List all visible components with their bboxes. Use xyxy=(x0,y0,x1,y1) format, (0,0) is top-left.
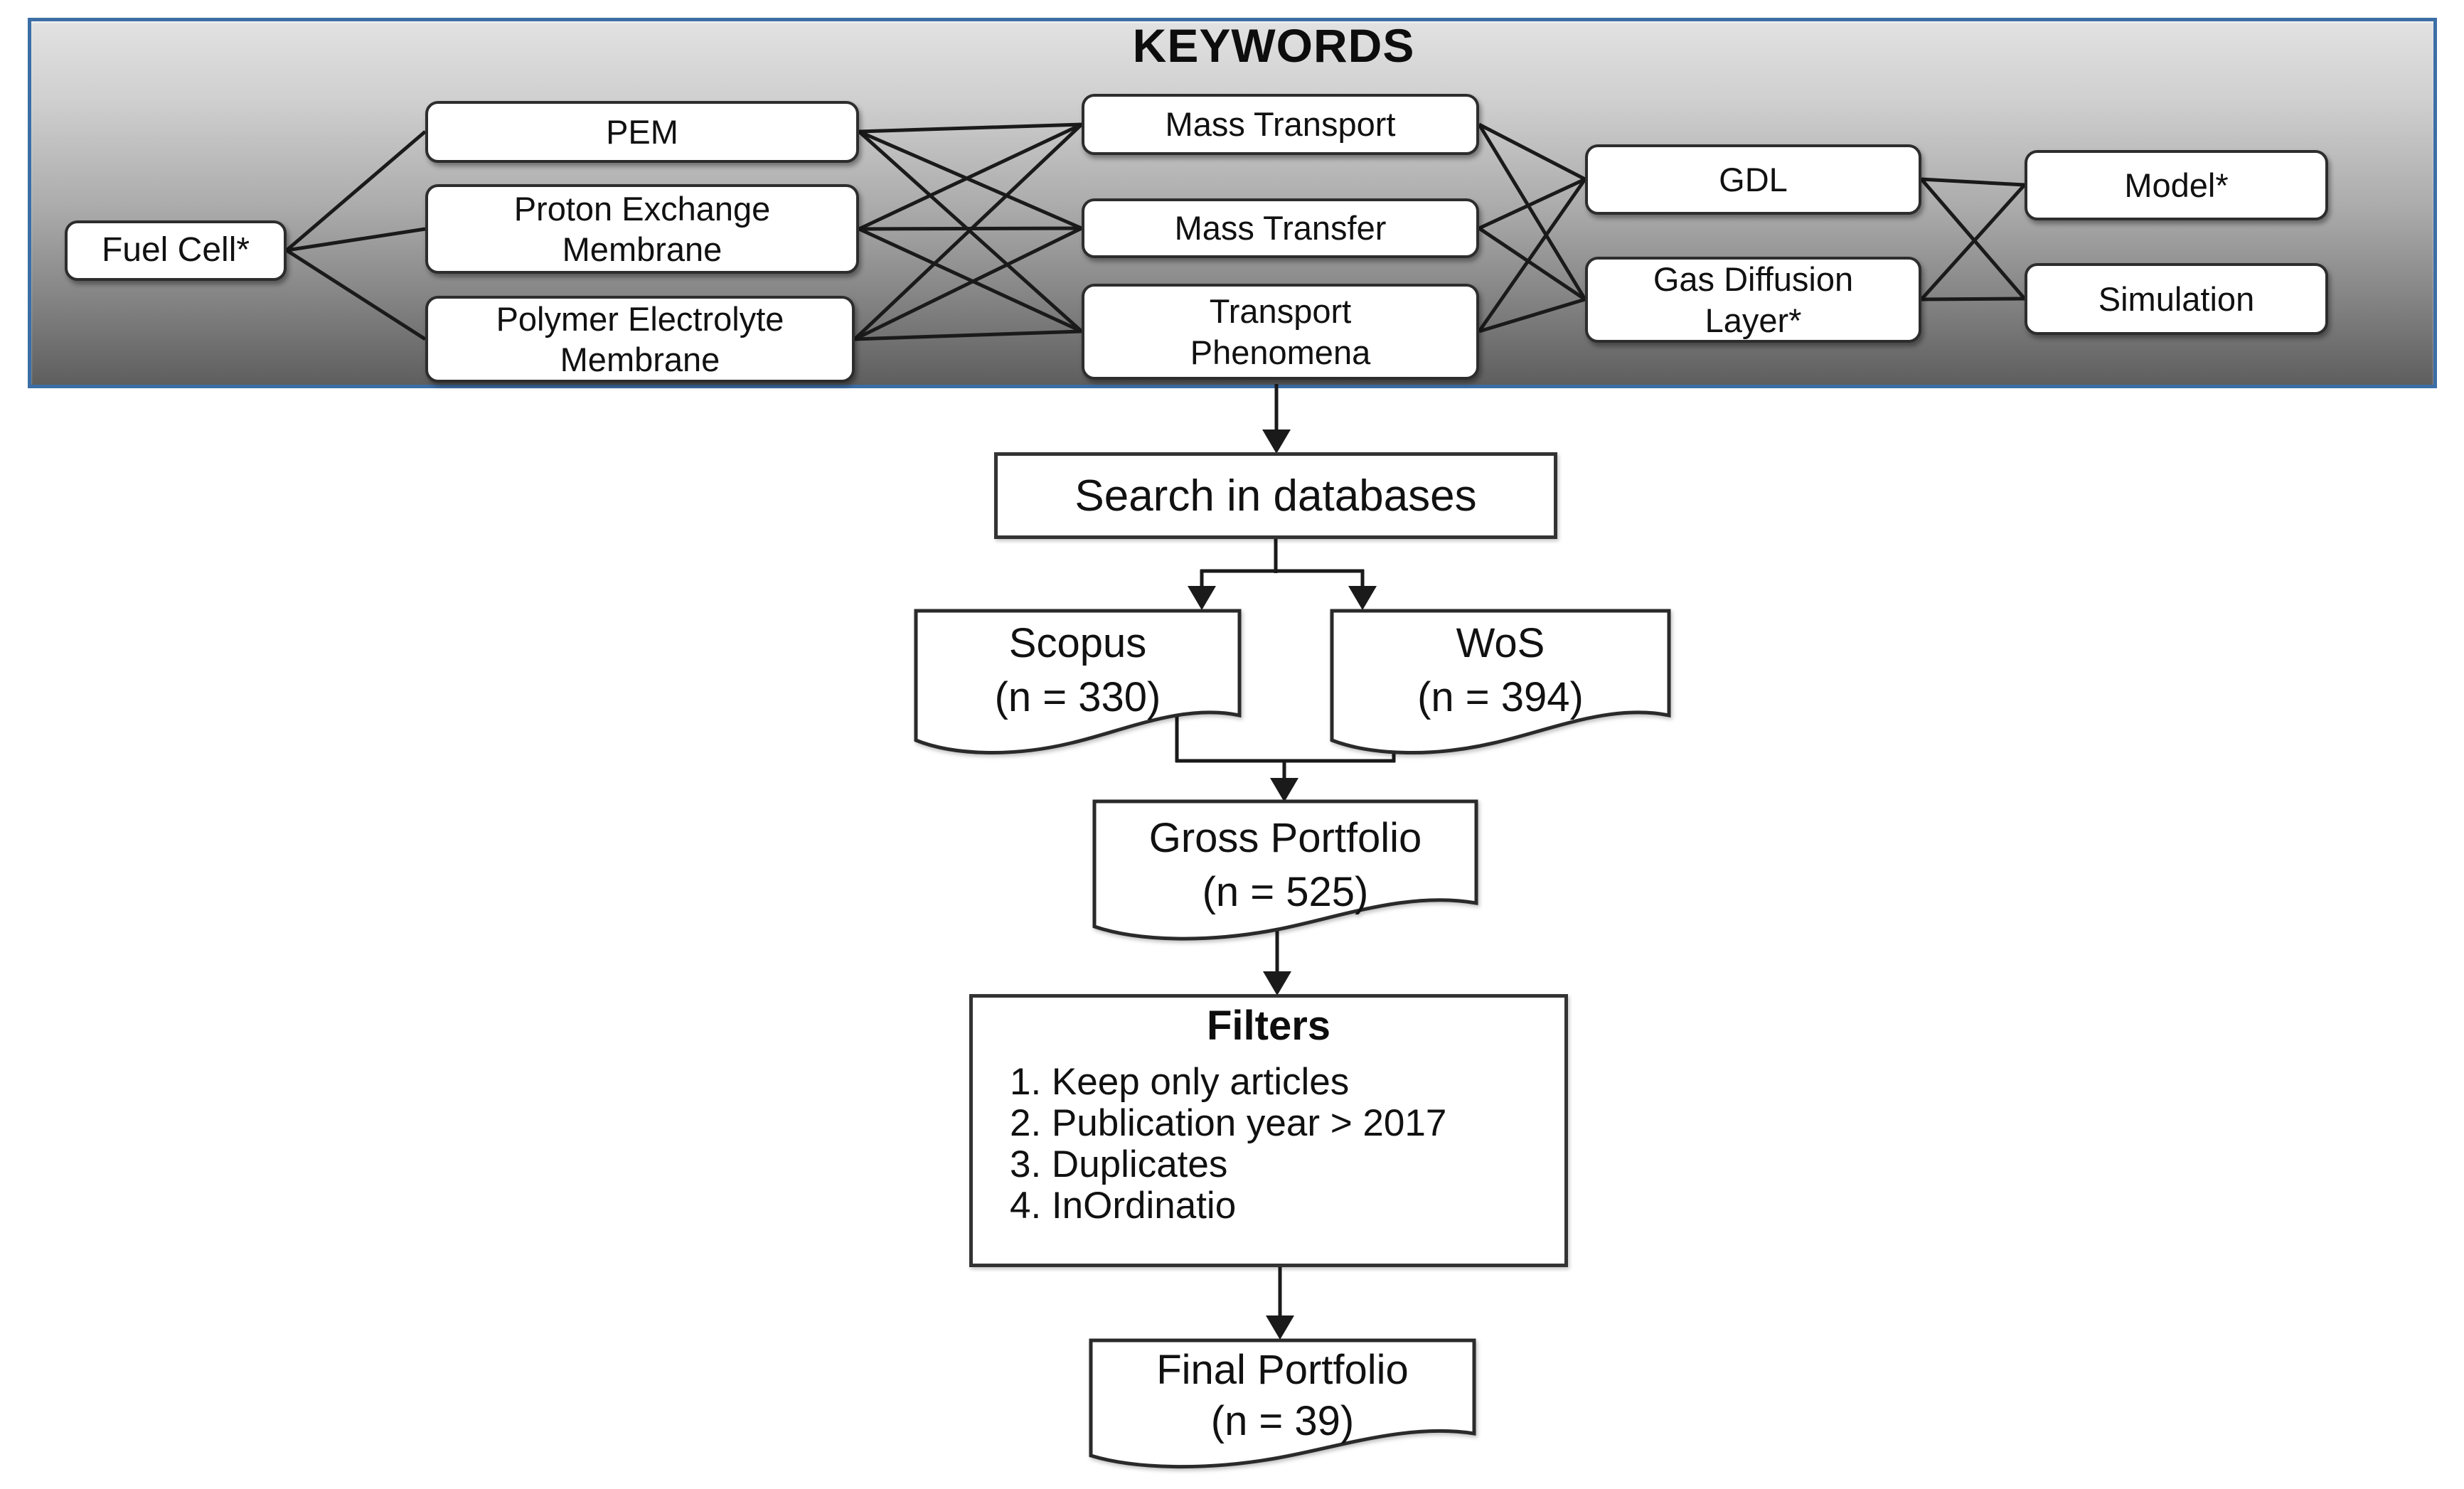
keyword-box-pem: PEM xyxy=(425,101,859,163)
scopus-document: Scopus (n = 330) xyxy=(914,609,1242,762)
keyword-links xyxy=(285,122,2026,341)
keyword-box-simulation: Simulation xyxy=(2025,263,2328,335)
keyword-box-mass-transfer: Mass Transfer xyxy=(1082,198,1479,258)
keyword-box-gas-diffusion-layer: Gas Diffusion Layer* xyxy=(1585,257,1921,343)
document-shape xyxy=(914,609,1242,754)
document-shape xyxy=(1089,1338,1476,1469)
keyword-box-gdl: GDL xyxy=(1585,144,1921,215)
wos-label: WoS xyxy=(1456,619,1545,666)
keyword-box-polymer-electrolyte-membrane: Polymer Electrolyte Membrane xyxy=(425,296,855,383)
gross-portfolio-label: Gross Portfolio xyxy=(1148,814,1422,861)
filter-item-3: 3. Duplicates xyxy=(1010,1143,1228,1185)
filter-item-4: 4. InOrdinatio xyxy=(1010,1185,1237,1227)
keyword-box-fuel-cell: Fuel Cell* xyxy=(65,220,287,281)
document-shape xyxy=(1092,799,1478,941)
final-portfolio-document: Final Portfolio (n = 39) xyxy=(1089,1338,1476,1475)
gross-portfolio-count: (n = 525) xyxy=(1202,868,1369,915)
keyword-box-model: Model* xyxy=(2025,150,2328,220)
final-portfolio-count: (n = 39) xyxy=(1210,1397,1355,1444)
keywords-title: KEYWORDS xyxy=(1132,19,1415,72)
wos-document: WoS (n = 394) xyxy=(1330,609,1671,762)
filter-item-1: 1. Keep only articles xyxy=(1010,1061,1350,1103)
keyword-box-proton-exchange-membrane: Proton Exchange Membrane xyxy=(425,184,859,274)
keyword-box-transport-phenomena: Transport Phenomena xyxy=(1082,284,1479,380)
document-shape xyxy=(1330,609,1671,754)
filters-title: Filters xyxy=(1206,1003,1331,1049)
keyword-box-mass-transport: Mass Transport xyxy=(1082,94,1479,155)
wos-count: (n = 394) xyxy=(1417,673,1584,720)
filters-box: Filters 1. Keep only articles 2. Publica… xyxy=(969,994,1568,1267)
gross-portfolio-document: Gross Portfolio (n = 525) xyxy=(1092,799,1478,947)
search-in-databases-box: Search in databases xyxy=(994,452,1557,539)
scopus-label: Scopus xyxy=(1008,619,1147,666)
final-portfolio-label: Final Portfolio xyxy=(1156,1346,1409,1393)
filter-item-2: 2. Publication year > 2017 xyxy=(1010,1102,1447,1144)
scopus-count: (n = 330) xyxy=(994,673,1161,720)
filters-list: 1. Keep only articles 2. Publication yea… xyxy=(973,1062,1564,1227)
